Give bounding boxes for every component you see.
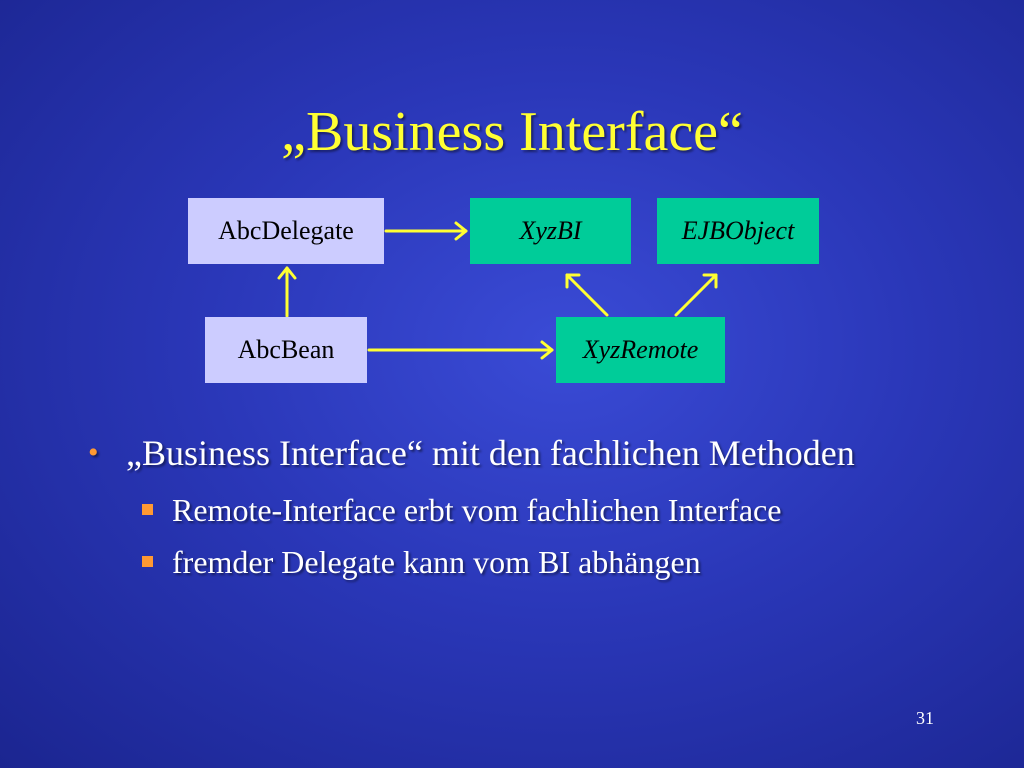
bullet-sub-2: fremder Delegate kann vom BI abhängen bbox=[88, 542, 968, 582]
arrow-xyzremote-to-ejbobject bbox=[674, 273, 718, 317]
bullet-main: • „Business Interface“ mit den fachliche… bbox=[88, 430, 968, 476]
node-abc-bean: AbcBean bbox=[205, 317, 367, 383]
arrow-bean-to-delegate bbox=[277, 266, 297, 318]
node-xyz-remote: XyzRemote bbox=[556, 317, 725, 383]
node-ejb-object: EJBObject bbox=[657, 198, 819, 264]
bullet-dot-icon: • bbox=[88, 436, 99, 469]
bullet-sub-1: Remote-Interface erbt vom fachlichen Int… bbox=[88, 490, 968, 530]
arrow-bean-to-xyzremote bbox=[367, 340, 554, 360]
node-xyz-bi: XyzBI bbox=[470, 198, 631, 264]
arrow-delegate-to-xyzbi bbox=[384, 221, 468, 241]
bullet-square-icon bbox=[142, 504, 153, 515]
arrow-xyzremote-to-xyzbi bbox=[565, 273, 609, 317]
bullet-sub-1-text: Remote-Interface erbt vom fachlichen Int… bbox=[172, 492, 782, 528]
page-number: 31 bbox=[916, 708, 934, 728]
bullet-main-text: „Business Interface“ mit den fachlichen … bbox=[126, 433, 855, 473]
bullet-sub-2-text: fremder Delegate kann vom BI abhängen bbox=[172, 544, 701, 580]
slide-title: „Business Interface“ bbox=[281, 101, 743, 163]
bullet-square-icon bbox=[142, 556, 153, 567]
bullet-list: • „Business Interface“ mit den fachliche… bbox=[88, 430, 968, 582]
node-abc-delegate: AbcDelegate bbox=[188, 198, 384, 264]
